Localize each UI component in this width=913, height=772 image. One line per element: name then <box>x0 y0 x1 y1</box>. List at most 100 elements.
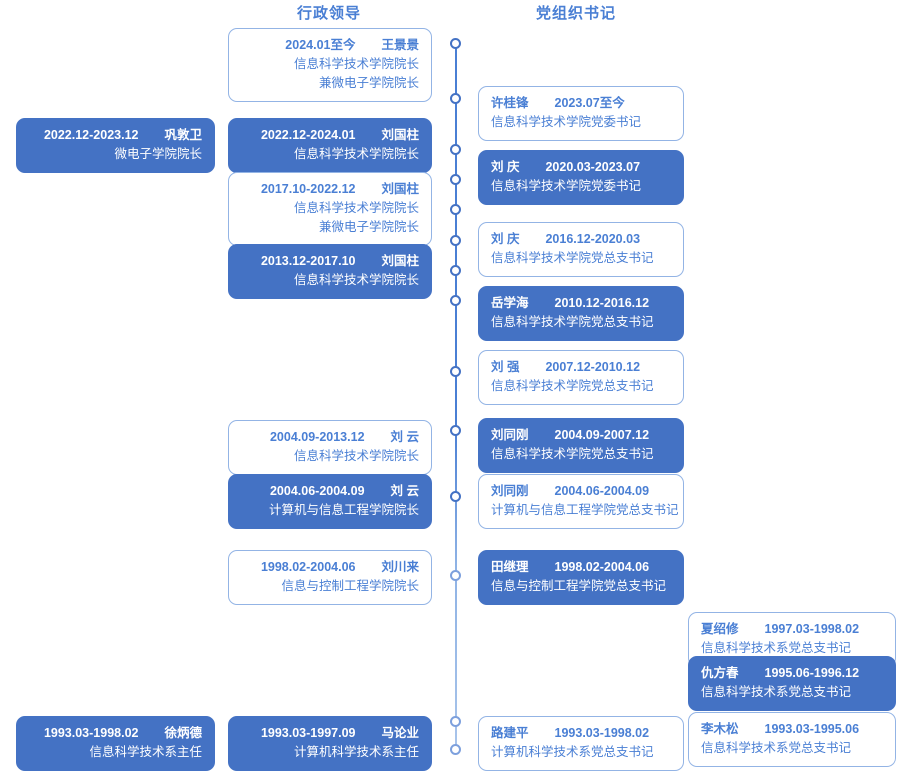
card-title-line-1: 信息科学技术学院院长 <box>293 273 419 287</box>
card-person-name: 刘同刚 <box>491 484 529 498</box>
card-person-name: 徐炳德 <box>164 726 202 740</box>
card-period: 2010.12-2016.12 <box>554 296 650 310</box>
card-period: 1993.03-1995.06 <box>764 722 860 736</box>
card-person-name: 田继理 <box>491 560 529 574</box>
card-title-line-1: 信息科学技术系党总支书记 <box>701 685 852 699</box>
card-title-line-1: 信息科学技术系主任 <box>89 745 202 759</box>
card-title-line-1: 信息科学技术系党总支书记 <box>701 641 852 655</box>
card-title-line-1: 信息科学技术学院院长 <box>293 449 419 463</box>
card-title-line-1: 信息科学技术学院党总支书记 <box>491 379 654 393</box>
card-title-line-1: 信息科学技术学院党总支书记 <box>491 251 654 265</box>
card-period: 1998.02-2004.06 <box>260 560 356 574</box>
card-person-name: 岳学海 <box>491 296 529 310</box>
card-period: 2007.12-2010.12 <box>545 360 641 374</box>
timeline-dot-11 <box>450 491 461 502</box>
card-title-line-1: 信息科学技术学院院长 <box>293 201 419 215</box>
card-period: 2004.09-2007.12 <box>554 428 650 442</box>
card-person-name: 刘国柱 <box>381 128 419 142</box>
card-heading: 刘 庆 2020.03-2023.07 <box>491 158 671 177</box>
card-heading: 岳学海 2010.12-2016.12 <box>491 294 671 313</box>
card-period: 1998.02-2004.06 <box>554 560 650 574</box>
timeline-card-admin-liuguozhu-2013[interactable]: 2013.12-2017.10 刘国柱信息科学技术学院院长 <box>228 244 432 299</box>
card-person-name: 刘同刚 <box>491 428 529 442</box>
column-header-party-secretaries: 党组织书记 <box>536 5 617 22</box>
card-heading: 2013.12-2017.10 刘国柱 <box>241 252 419 271</box>
card-heading: 1998.02-2004.06 刘川来 <box>241 558 419 577</box>
timeline-axis <box>455 44 457 750</box>
card-heading: 田继理 1998.02-2004.06 <box>491 558 671 577</box>
card-person-name: 刘 庆 <box>491 160 520 174</box>
timeline-card-party-liutonggang-2004-09[interactable]: 刘同刚 2004.09-2007.12 信息科学技术学院党总支书记 <box>478 418 684 473</box>
card-period: 1995.06-1996.12 <box>764 666 860 680</box>
card-person-name: 刘 强 <box>491 360 520 374</box>
card-period: 1997.03-1998.02 <box>764 622 860 636</box>
card-title-line-1: 信息科学技术学院党总支书记 <box>491 447 654 461</box>
card-title-line-1: 信息科学技术学院院长 <box>293 147 419 161</box>
timeline-card-party-liuqing-2020[interactable]: 刘 庆 2020.03-2023.07 信息科学技术学院党委书记 <box>478 150 684 205</box>
card-heading: 2017.10-2022.12 刘国柱 <box>241 180 419 199</box>
timeline-card-party-yuexuehai[interactable]: 岳学海 2010.12-2016.12 信息科学技术学院党总支书记 <box>478 286 684 341</box>
card-person-name: 夏绍修 <box>701 622 739 636</box>
card-heading: 刘 强 2007.12-2010.12 <box>491 358 671 377</box>
timeline-dot-4 <box>450 174 461 185</box>
card-period: 2004.09-2013.12 <box>269 430 365 444</box>
card-person-name: 刘国柱 <box>381 254 419 268</box>
card-title-line-1: 信息科学技术学院党委书记 <box>491 115 642 129</box>
card-person-name: 王景景 <box>381 38 419 52</box>
card-period: 2017.10-2022.12 <box>260 182 356 196</box>
timeline-card-party-tianjili[interactable]: 田继理 1998.02-2004.06 信息与控制工程学院党总支书记 <box>478 550 684 605</box>
card-period: 1993.03-1998.02 <box>554 726 650 740</box>
card-title-line-1: 信息科学技术系党总支书记 <box>701 741 852 755</box>
card-title-line-1: 信息科学技术学院党委书记 <box>491 179 642 193</box>
card-title-line-1: 信息与控制工程学院党总支书记 <box>491 579 667 593</box>
card-heading: 仇方春 1995.06-1996.12 <box>701 664 883 683</box>
card-person-name: 仇方春 <box>701 666 739 680</box>
timeline-dot-10 <box>450 425 461 436</box>
card-person-name: 刘 庆 <box>491 232 520 246</box>
card-title-line-1: 微电子学院院长 <box>114 147 202 161</box>
timeline-dot-12 <box>450 570 461 581</box>
timeline-card-party-qiufangchun[interactable]: 仇方春 1995.06-1996.12 信息科学技术系党总支书记 <box>688 656 896 711</box>
card-period: 2022.12-2023.12 <box>43 128 139 142</box>
card-person-name: 刘 云 <box>390 484 419 498</box>
card-title-line-1: 信息科学技术学院党总支书记 <box>491 315 654 329</box>
timeline-card-party-liuqiang[interactable]: 刘 强 2007.12-2010.12 信息科学技术学院党总支书记 <box>478 350 684 405</box>
timeline-dot-6 <box>450 235 461 246</box>
card-period: 1993.03-1997.09 <box>260 726 356 740</box>
card-person-name: 马论业 <box>381 726 419 740</box>
card-person-name: 许桂锋 <box>491 96 529 110</box>
timeline-dot-1 <box>450 38 461 49</box>
card-title-line-1: 计算机与信息工程学院院长 <box>268 503 419 517</box>
timeline-card-admin-gongdunwei[interactable]: 2022.12-2023.12 巩敦卫微电子学院院长 <box>16 118 215 173</box>
card-person-name: 刘国柱 <box>381 182 419 196</box>
card-title-line-1: 计算机科学技术系党总支书记 <box>491 745 654 759</box>
card-person-name: 刘 云 <box>390 430 419 444</box>
timeline-card-admin-liuyun-2004-09[interactable]: 2004.09-2013.12 刘 云信息科学技术学院院长 <box>228 420 432 475</box>
card-person-name: 刘川来 <box>381 560 419 574</box>
timeline-dot-7 <box>450 265 461 276</box>
timeline-card-admin-wangjingjing[interactable]: 2024.01至今王景景信息科学技术学院院长兼微电子学院院长 <box>228 28 432 102</box>
card-person-name: 巩敦卫 <box>164 128 202 142</box>
card-period: 2020.03-2023.07 <box>545 160 641 174</box>
card-period: 2013.12-2017.10 <box>260 254 356 268</box>
card-title-line-2: 兼微电子学院院长 <box>318 76 419 90</box>
timeline-dot-14 <box>450 744 461 755</box>
card-period: 2024.01至今 <box>285 38 356 52</box>
